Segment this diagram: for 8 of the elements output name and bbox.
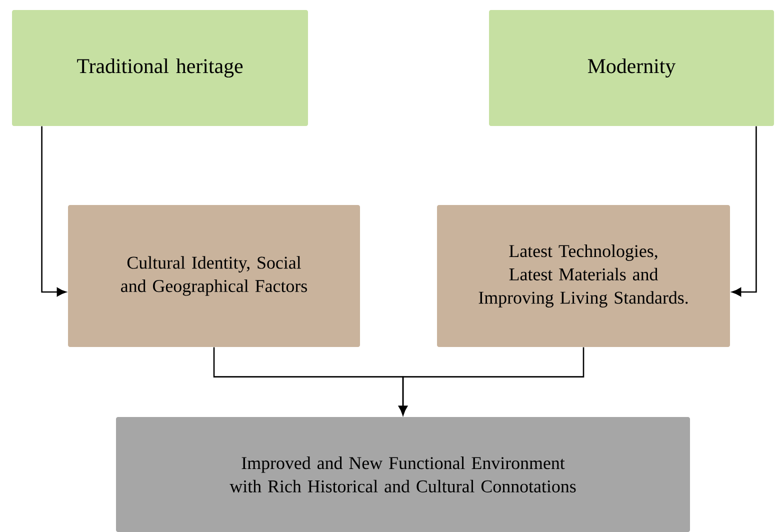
outcome-box: Improved and New Functional Environment with Rich Historical and Cultural Connotations — [116, 417, 690, 532]
concept-box: Traditional heritage — [12, 10, 308, 126]
factor-box: Latest Technologies, Latest Materials and Improving Living Standards. — [437, 205, 730, 347]
arrow — [41, 126, 66, 296]
concept-box: Modernity — [489, 10, 774, 126]
factor-box: Cultural Identity, Social and Geographical Factors — [68, 205, 360, 347]
arrow — [732, 126, 757, 296]
arrow — [398, 347, 584, 416]
